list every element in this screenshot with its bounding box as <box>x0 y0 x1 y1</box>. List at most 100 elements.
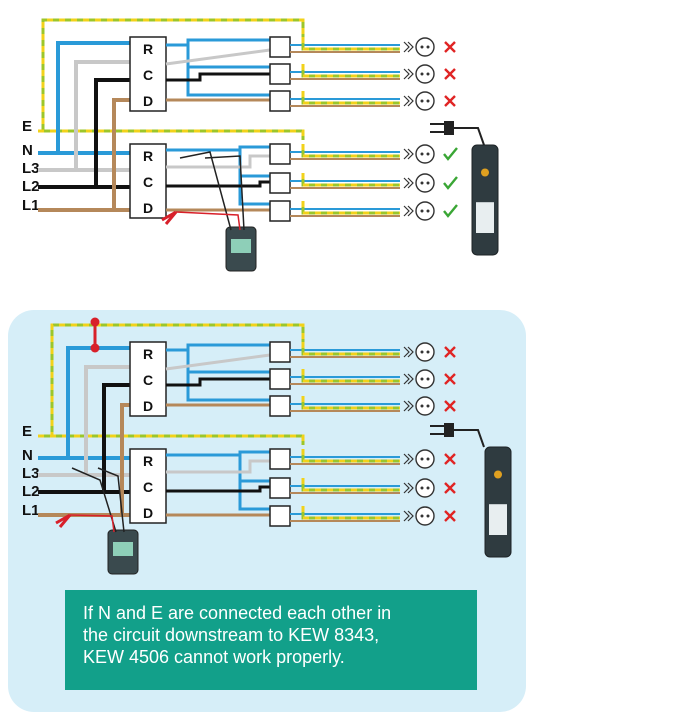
socket-outlet-plug <box>403 346 414 358</box>
plug-pins <box>430 425 444 435</box>
plug-body <box>444 121 454 135</box>
rcd-upper-letter: C <box>143 372 153 388</box>
socket-tester-knob <box>494 470 502 479</box>
rcd-lower-letter: R <box>143 453 153 469</box>
socket-outlet-pin <box>426 350 430 354</box>
mcb-box <box>269 448 291 470</box>
info-note: If N and E are connected each other in t… <box>65 590 477 690</box>
clamp-lead-1 <box>179 151 232 231</box>
rcd-upper-n-out3 <box>186 67 270 97</box>
probe-red <box>161 210 178 225</box>
socket-outlet <box>415 478 435 498</box>
rcd-lower-n-out3 <box>238 481 270 511</box>
circuit-earth-yellow <box>301 64 400 78</box>
line-label-n: N <box>22 142 33 159</box>
rcd-lower-l2-out <box>166 485 270 493</box>
socket-outlet <box>415 64 435 84</box>
rcd-upper-letter: D <box>143 93 153 109</box>
rcd-upper-letter: R <box>143 346 153 362</box>
status-mark <box>444 510 456 522</box>
rcd-upper-l3-out <box>165 353 271 371</box>
earth-bus-mid-yellow <box>38 129 305 140</box>
rcd-lower-l3-out <box>166 459 270 474</box>
circuit-earth-yellow <box>301 506 400 520</box>
socket-outlet-pin <box>426 486 430 490</box>
rcd-lower-n-out2 <box>238 150 270 178</box>
circuit-earth-yellow <box>301 173 400 187</box>
socket-outlet-pin <box>426 404 430 408</box>
status-mark <box>444 41 456 53</box>
socket-outlet-plug <box>403 95 414 107</box>
rcd-upper-l2-out <box>166 377 270 387</box>
socket-outlet <box>415 37 435 57</box>
rcd-upper <box>129 36 167 112</box>
probe-lead <box>69 514 115 533</box>
status-mark <box>444 400 456 412</box>
socket-outlet-pin <box>426 181 430 185</box>
status-mark <box>444 95 456 107</box>
plug-body <box>444 423 454 437</box>
socket-outlet-pin <box>426 514 430 518</box>
circuit-earth-yellow <box>301 144 400 158</box>
clamp-meter-bottom-display <box>113 542 133 556</box>
circuit-earth-yellow <box>301 37 400 51</box>
rcd-upper-letter: C <box>143 67 153 83</box>
socket-outlet <box>415 369 435 389</box>
circuit-earth-yellow <box>301 478 400 492</box>
circuit-earth-green <box>301 201 400 215</box>
rcd-lower-n-out3 <box>238 176 270 206</box>
rcd-lower-n-out2 <box>238 455 270 483</box>
line-label-n: N <box>22 447 33 464</box>
socket-outlet-pin <box>420 152 424 156</box>
line-label-e: E <box>22 118 32 135</box>
socket-tester-screen <box>489 504 507 535</box>
status-mark <box>444 482 456 494</box>
clamp-lead-1 <box>71 467 117 533</box>
earth-bus-mid-yellow <box>38 434 305 445</box>
circuit-earth-green <box>301 369 400 383</box>
status-mark <box>444 373 456 385</box>
socket-outlet <box>415 342 435 362</box>
socket-outlet-plug <box>403 148 414 160</box>
socket-outlet <box>415 449 435 469</box>
mcb-box <box>269 172 291 194</box>
mcb-box <box>269 90 291 112</box>
rcd-lower-letter: C <box>143 479 153 495</box>
socket-outlet-plug <box>403 453 414 465</box>
rcd-lower-l3-out <box>166 154 270 169</box>
line-label-l3: L3 <box>22 160 40 177</box>
tester-lead <box>454 127 485 146</box>
l3-riser <box>84 365 130 475</box>
note-line-2: the circuit downstream to KEW 8343, <box>83 625 380 645</box>
circuit-earth-green <box>301 478 400 492</box>
socket-outlet-pin <box>420 181 424 185</box>
rcd-upper-n-out <box>166 38 270 47</box>
line-label-l1: L1 <box>22 502 40 519</box>
socket-outlet-plug <box>403 400 414 412</box>
socket-outlet-plug <box>403 205 414 217</box>
socket-outlet <box>415 396 435 416</box>
socket-outlet-plug <box>403 373 414 385</box>
socket-tester-screen <box>476 202 494 233</box>
circuit-earth-green <box>301 173 400 187</box>
mcb-box <box>269 395 291 417</box>
earth-bus-top-yellow <box>38 323 305 438</box>
socket-outlet-pin <box>426 72 430 76</box>
rcd-upper-letter: D <box>143 398 153 414</box>
line-label-l2: L2 <box>22 483 40 500</box>
n-e-link-dot <box>90 343 100 353</box>
socket-outlet-pin <box>420 514 424 518</box>
mcb-box <box>269 368 291 390</box>
socket-outlet-plug <box>403 41 414 53</box>
status-mark <box>443 204 458 218</box>
line-label-l2: L2 <box>22 178 40 195</box>
line-label-e: E <box>22 423 32 440</box>
socket-tester <box>471 144 499 256</box>
circuit-earth-green <box>301 144 400 158</box>
plug-pins <box>430 123 444 133</box>
socket-outlet-plug <box>403 510 414 522</box>
socket-outlet-pin <box>420 350 424 354</box>
circuit-earth-yellow <box>301 449 400 463</box>
